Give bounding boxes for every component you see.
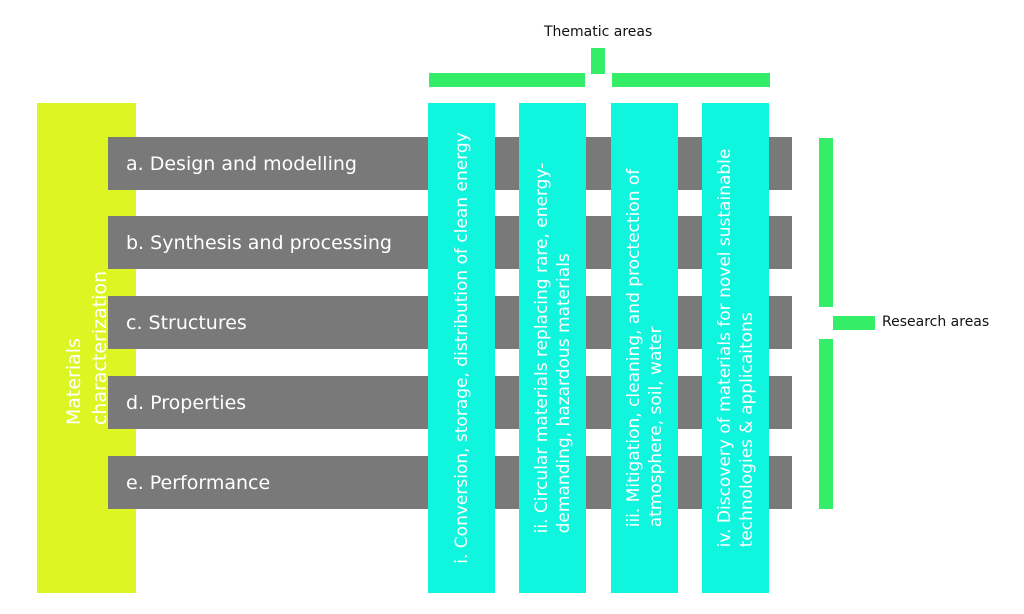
thematic-area-text: ii. Circular materials replacing rare, e… bbox=[531, 163, 575, 534]
thematic-area-line1: ii. Circular materials replacing rare, e… bbox=[531, 162, 552, 534]
materials-characterization-text: Materials characterization bbox=[61, 271, 113, 425]
thematic-area-discovery: iv. Discovery of materials for novel sus… bbox=[702, 103, 769, 593]
thematic-area-clean-energy: i. Conversion, storage, distribution of … bbox=[428, 103, 495, 593]
thematic-bracket-right bbox=[612, 73, 770, 87]
research-bracket-bottom bbox=[819, 339, 833, 509]
research-area-label: a. Design and modelling bbox=[126, 152, 357, 175]
thematic-area-line1: iv. Discovery of materials for novel sus… bbox=[714, 148, 735, 548]
research-area-label: d. Properties bbox=[126, 391, 247, 414]
thematic-area-text: iii. Mitigation, cleaning, and proctecti… bbox=[623, 169, 667, 528]
thematic-area-mitigation: iii. Mitigation, cleaning, and proctecti… bbox=[611, 103, 678, 593]
thematic-area-text: i. Conversion, storage, distribution of … bbox=[451, 132, 473, 563]
thematic-area-line2: technologies & applicaitons bbox=[736, 312, 757, 548]
research-bracket-center bbox=[833, 316, 875, 330]
research-area-label: e. Performance bbox=[126, 471, 271, 494]
thematic-bracket-center bbox=[591, 48, 605, 74]
thematic-area-text: iv. Discovery of materials for novel sus… bbox=[714, 149, 758, 548]
thematic-area-line1: i. Conversion, storage, distribution of … bbox=[451, 132, 472, 564]
thematic-area-circular-materials: ii. Circular materials replacing rare, e… bbox=[519, 103, 586, 593]
research-area-label: c. Structures bbox=[126, 311, 247, 334]
thematic-bracket-left bbox=[429, 73, 585, 87]
thematic-area-line2: atmosphere, soil, water bbox=[645, 326, 666, 528]
research-bracket-top bbox=[819, 138, 833, 307]
research-areas-label: Research areas bbox=[882, 314, 990, 330]
thematic-area-line2: demanding, hazardous materials bbox=[553, 253, 574, 534]
research-area-label: b. Synthesis and processing bbox=[126, 231, 392, 254]
thematic-area-line1: iii. Mitigation, cleaning, and proctecti… bbox=[623, 168, 644, 528]
materials-characterization-line1: Materials bbox=[62, 338, 85, 426]
thematic-areas-label: Thematic areas bbox=[544, 24, 653, 40]
